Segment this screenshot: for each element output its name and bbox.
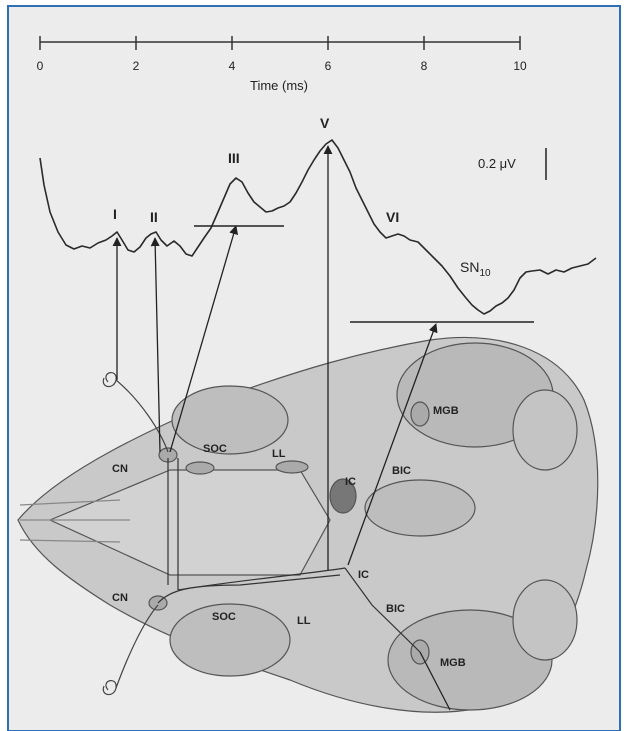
label-bic-bottom: BIC: [386, 603, 405, 615]
label-soc-bottom: SOC: [212, 611, 236, 623]
soc-upper-nucleus: [186, 462, 214, 474]
wave-i-label: I: [113, 206, 117, 222]
label-ll-bottom: LL: [297, 615, 311, 627]
wave-ii-label: II: [150, 209, 158, 225]
ll-upper-nucleus: [276, 461, 308, 473]
wave-v-label: V: [320, 115, 330, 131]
sn-label-subscript: 10: [479, 268, 491, 279]
label-cn-bottom: CN: [112, 592, 128, 604]
wave-vi-label: VI: [386, 209, 399, 225]
time-tick-label: 10: [513, 59, 527, 73]
midbrain-core: [365, 480, 475, 536]
label-mgb-top: MGB: [433, 405, 459, 417]
time-tick-label: 0: [37, 59, 44, 73]
label-ic-bottom: IC: [358, 569, 369, 581]
time-tick-label: 6: [325, 59, 332, 73]
label-soc-top: SOC: [203, 443, 227, 455]
label-cn-top: CN: [112, 463, 128, 475]
mgb-upper-nucleus: [411, 402, 429, 426]
time-tick-label: 8: [421, 59, 428, 73]
time-tick-label: 4: [229, 59, 236, 73]
label-bic-top: BIC: [392, 465, 411, 477]
upper-colliculus-lobe: [513, 390, 577, 470]
label-mgb-bottom: MGB: [440, 657, 466, 669]
label-ic-top: IC: [345, 476, 356, 488]
lower-colliculus-lobe: [513, 580, 577, 660]
sn-label-text: SN: [460, 259, 479, 275]
time-axis-title: Time (ms): [250, 78, 308, 93]
time-tick-label: 2: [133, 59, 140, 73]
upper-cerebellar-lobe: [172, 386, 288, 454]
label-ll-top: LL: [272, 448, 286, 460]
scale-bar-label: 0.2 μV: [478, 156, 516, 171]
wave-iii-label: III: [228, 150, 240, 166]
